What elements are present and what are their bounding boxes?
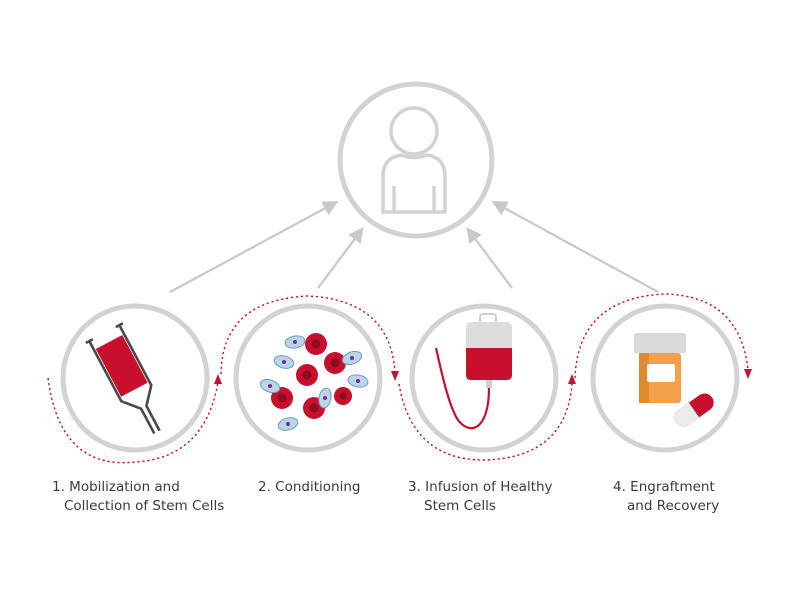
patient-ring bbox=[337, 81, 495, 239]
medication-icon bbox=[634, 333, 714, 427]
step-1-label: 1. Mobilization and Collection of Stem C… bbox=[52, 478, 224, 516]
step-4-title: 4. Engraftment bbox=[613, 479, 715, 495]
step-3-title: 3. Infusion of Healthy bbox=[408, 479, 553, 495]
step-1-subtitle: Collection of Stem Cells bbox=[64, 498, 225, 514]
step-rings bbox=[60, 303, 740, 453]
cycle-arrowhead-2 bbox=[391, 371, 399, 381]
step-3-label: 3. Infusion of Healthy Stem Cells bbox=[408, 478, 553, 516]
cycle-arcs bbox=[47, 293, 749, 464]
blood-collection-tube-icon bbox=[85, 322, 161, 435]
cycle-arc-bottom-mid bbox=[398, 383, 573, 461]
step-4-subtitle: and Recovery bbox=[627, 498, 720, 514]
red-blood-cell-centers bbox=[277, 339, 347, 413]
cycle-arc-left bbox=[47, 377, 219, 464]
cycle-arrowhead-3 bbox=[568, 374, 576, 384]
stem-cells bbox=[259, 335, 369, 431]
person-icon bbox=[381, 106, 447, 214]
step-2-title: 2. Conditioning bbox=[258, 479, 361, 495]
connector-arrows bbox=[169, 201, 659, 293]
arrow-step1-to-patient bbox=[169, 201, 339, 293]
iv-bag-icon bbox=[434, 313, 512, 430]
stem-cell-nuclei bbox=[268, 340, 360, 426]
cycle-arc-top-mid bbox=[220, 295, 396, 375]
arrow-step2-to-patient bbox=[317, 227, 364, 289]
cycle-arrowhead-1 bbox=[214, 374, 222, 384]
step-4-label: 4. Engraftment and Recovery bbox=[613, 478, 719, 516]
patient-node bbox=[337, 81, 495, 239]
step-3-subtitle: Stem Cells bbox=[424, 498, 496, 514]
arrow-step4-to-patient bbox=[491, 201, 659, 293]
cycle-arc-right bbox=[574, 293, 749, 379]
step-1-title: 1. Mobilization and bbox=[52, 479, 180, 495]
cycle-arrowheads bbox=[214, 369, 752, 384]
arrow-step3-to-patient bbox=[466, 227, 513, 289]
cycle-arrowhead-4 bbox=[744, 369, 752, 379]
step-2-label: 2. Conditioning bbox=[258, 478, 360, 497]
blood-cells-icon bbox=[259, 333, 369, 431]
